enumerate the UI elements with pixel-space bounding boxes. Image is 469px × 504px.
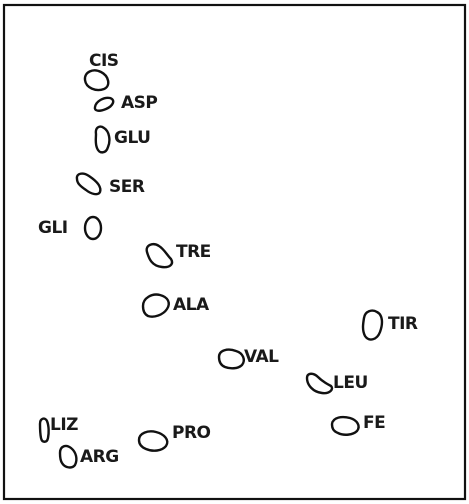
spot-val-shape — [217, 348, 245, 370]
spot-ala-shape — [141, 293, 170, 318]
plate-border — [2, 3, 467, 501]
spot-arg: ARG — [58, 444, 119, 469]
spot-leu-label: LEU — [333, 373, 368, 393]
spot-tir-label: TIR — [388, 314, 418, 334]
spot-asp-shape — [93, 96, 115, 112]
spot-gli-shape — [83, 215, 103, 241]
spot-liz-label: LIZ — [50, 415, 78, 435]
spot-pro: PRO — [137, 423, 211, 452]
spot-val-label: VAL — [244, 347, 279, 367]
spot-tre-label: TRE — [176, 242, 211, 262]
spot-gli-label: GLI — [38, 218, 68, 238]
spot-val: VAL — [217, 347, 280, 370]
spot-tir-shape — [361, 309, 384, 341]
spot-tre-shape — [145, 243, 174, 269]
spot-leu: LEU — [305, 372, 368, 395]
spot-ser: SER — [75, 172, 145, 197]
spot-ser-shape — [75, 172, 102, 196]
spot-fe-label: FE — [363, 413, 385, 433]
spot-arg-label: ARG — [80, 447, 119, 467]
spot-tre: TRE — [145, 242, 211, 269]
spot-cis-shape — [83, 69, 110, 92]
spot-pro-label: PRO — [172, 423, 211, 443]
spot-liz: LIZ — [38, 415, 79, 443]
spot-ser-label: SER — [109, 177, 145, 197]
spot-asp: ASP — [93, 93, 158, 113]
spot-arg-shape — [58, 444, 78, 469]
spot-glu-shape — [94, 125, 111, 154]
spot-ala-label: ALA — [173, 295, 210, 315]
spot-liz-shape — [38, 417, 50, 443]
spot-leu-shape — [305, 372, 334, 395]
spot-pro-shape — [137, 430, 169, 452]
spot-gli: GLI — [38, 215, 103, 241]
spot-cis-label: CIS — [89, 51, 119, 71]
spot-glu: GLU — [94, 125, 151, 154]
spot-fe: FE — [330, 413, 386, 436]
spot-tir: TIR — [361, 309, 418, 341]
spot-fe-shape — [330, 415, 360, 436]
spot-ala: ALA — [141, 293, 210, 318]
spot-asp-label: ASP — [121, 93, 157, 113]
spot-glu-label: GLU — [114, 128, 150, 148]
spot-cis: CIS — [83, 51, 119, 92]
